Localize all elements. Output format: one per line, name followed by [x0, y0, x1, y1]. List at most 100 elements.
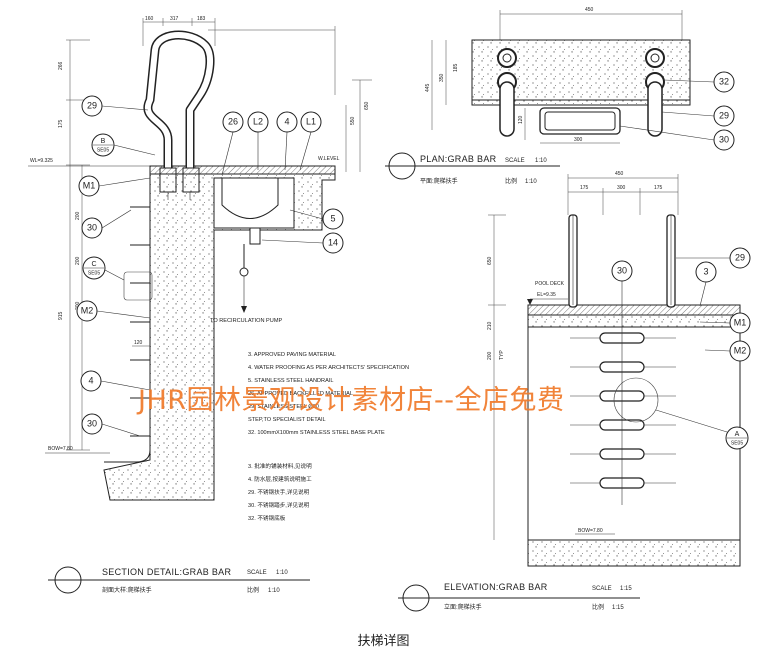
- plan-step: [539, 107, 621, 135]
- plan-scale-cn-val: 1:10: [525, 179, 537, 185]
- elev-bow: BOW=7.80: [578, 528, 603, 534]
- plan-tag-32: 32: [719, 76, 729, 86]
- dim-915: 915: [58, 311, 64, 320]
- elev-pool-deck: POOL DECK: [535, 281, 565, 287]
- paving-strip: [149, 165, 336, 175]
- note-en-3: 26. APPROVED BACKFILLED MATERIAL: [248, 391, 353, 397]
- plan-title: PLAN:GRAB BAR: [420, 154, 497, 164]
- dim-650: 650: [364, 101, 370, 110]
- svg-text:A: A: [735, 431, 740, 438]
- section-detail: 160 317 183 266 175 915 200 200 200 650 …: [28, 16, 409, 594]
- section-scale-cn-val: 1:10: [268, 588, 280, 594]
- elev-tag-3: 3: [703, 266, 708, 276]
- note-en-4: 29. STAINLESS STEEL Ø80: [248, 404, 319, 410]
- note-en-1: 4. WATER PROOFING AS PER ARCHITECTS' SPE…: [248, 365, 409, 371]
- note-cn-2: 29. 不锈钢扶手,详见说明: [248, 488, 310, 496]
- tag-26: 26: [228, 116, 238, 126]
- elevation-view: 450 175 300 175 650 210 200 TYP BOW=7.80: [398, 171, 751, 612]
- watermark-text: JHR园林景观设计素材店--全店免费: [138, 385, 565, 416]
- note-en-0: 3. APPROVED PAVING MATERIAL: [248, 352, 336, 358]
- plan-tag-30: 30: [719, 134, 729, 144]
- dim-120: 120: [134, 340, 143, 346]
- elev-title: ELEVATION:GRAB BAR: [444, 582, 548, 592]
- svg-text:SE05: SE05: [88, 270, 100, 276]
- svg-text:C: C: [91, 261, 96, 268]
- water-level-label: W.LEVEL: [318, 156, 340, 162]
- dim-183: 183: [197, 16, 206, 22]
- elev-tag-29: 29: [735, 252, 745, 262]
- elev-typ: TYP: [499, 350, 505, 360]
- pump-label: TO RECIRCULATION PUMP: [210, 318, 282, 324]
- elev-tag-30: 30: [617, 265, 627, 275]
- dim-200-a: 200: [75, 211, 81, 220]
- plan-scale-val: 1:10: [535, 158, 547, 164]
- elev-dim-450: 450: [615, 171, 624, 177]
- bow-label: BOW=7.80: [48, 446, 73, 452]
- tag-l2: L2: [253, 116, 263, 126]
- section-callouts: 29 B SE05 M1 30 C SE05 M2 4: [76, 95, 344, 437]
- tag-m1: M1: [83, 180, 96, 190]
- plan-dim-300: 300: [574, 137, 583, 143]
- note-cn-4: 32. 不锈钢底板: [248, 514, 286, 522]
- elev-dim-210: 210: [487, 321, 493, 330]
- tag-4-top: 4: [284, 116, 289, 126]
- tag-30: 30: [87, 222, 97, 232]
- note-cn-1: 4. 防水层,按建筑说明施工: [248, 475, 312, 483]
- tag-4-left: 4: [88, 375, 93, 385]
- plan-tag-29: 29: [719, 110, 729, 120]
- elev-pool-floor: [527, 539, 741, 567]
- detail-drawing: 160 317 183 266 175 915 200 200 200 650 …: [28, 7, 751, 612]
- elev-dim-175-a: 175: [580, 185, 589, 191]
- dim-317: 317: [170, 16, 179, 22]
- section-title: SECTION DETAIL:GRAB BAR: [102, 567, 231, 577]
- pool-wall-concrete: [103, 171, 336, 501]
- figure-caption: 扶梯详图: [357, 634, 410, 649]
- elev-dim-650: 650: [487, 256, 493, 265]
- note-cn-3: 30. 不锈钢踏步,详见说明: [248, 501, 310, 509]
- dim-175: 175: [58, 119, 64, 128]
- tag-5: 5: [330, 213, 335, 223]
- tag-l1: L1: [306, 116, 316, 126]
- tag-29: 29: [87, 100, 97, 110]
- section-scale-val: 1:10: [276, 570, 288, 576]
- plan-dim-120: 120: [518, 115, 524, 124]
- plan-scale-cn: 比例: [505, 177, 517, 185]
- plan-dim-350: 350: [439, 73, 445, 82]
- dim-266: 266: [58, 61, 64, 70]
- elev-scale: SCALE: [592, 586, 612, 592]
- wl-label: WL=9.325: [30, 158, 53, 164]
- plan-view: 450 445 350 185 120 300 32 29: [385, 7, 735, 185]
- plan-dim-450: 450: [585, 7, 594, 13]
- plan-dim-445: 445: [425, 83, 431, 92]
- section-scale: SCALE: [247, 570, 267, 576]
- plan-dim-185: 185: [453, 63, 459, 72]
- plan-bars: [497, 48, 665, 137]
- tag-14: 14: [328, 237, 338, 247]
- dim-550: 550: [350, 116, 356, 125]
- section-scale-cn: 比例: [247, 586, 259, 594]
- elev-scale-val: 1:15: [620, 586, 632, 592]
- plan-scale: SCALE: [505, 158, 525, 164]
- note-en-5: STEP,TO SPECIALIST DETAIL: [248, 417, 326, 423]
- note-cn-0: 3. 批准的铺装材料,见说明: [248, 462, 312, 470]
- tag-30-lower: 30: [87, 418, 97, 428]
- elev-el: EL=9.35: [537, 292, 556, 298]
- note-en-6: 32. 100mmX100mm STAINLESS STEEL BASE PLA…: [248, 430, 385, 436]
- elev-dim-200: 200: [487, 351, 493, 360]
- note-en-2: 5. STAINLESS STEEL HANDRAIL: [248, 378, 334, 384]
- elev-title-cn: 立面:爬梯扶手: [444, 603, 482, 611]
- svg-text:SE05: SE05: [97, 147, 109, 153]
- steps: [130, 206, 150, 437]
- tag-m2: M2: [81, 305, 94, 315]
- dim-200-b: 200: [75, 256, 81, 265]
- elev-tag-m2: M2: [734, 345, 747, 355]
- elev-dim-175-b: 175: [654, 185, 663, 191]
- elev-dim-300: 300: [617, 185, 626, 191]
- elev-scale-cn: 比例: [592, 603, 604, 611]
- elev-paving: [527, 304, 741, 316]
- svg-text:SE05: SE05: [731, 440, 743, 446]
- svg-text:B: B: [101, 138, 106, 145]
- section-notes: 3. APPROVED PAVING MATERIAL 4. WATER PRO…: [248, 352, 409, 522]
- section-title-cn: 剖面大样:爬梯扶手: [102, 586, 152, 594]
- dim-160: 160: [145, 16, 154, 22]
